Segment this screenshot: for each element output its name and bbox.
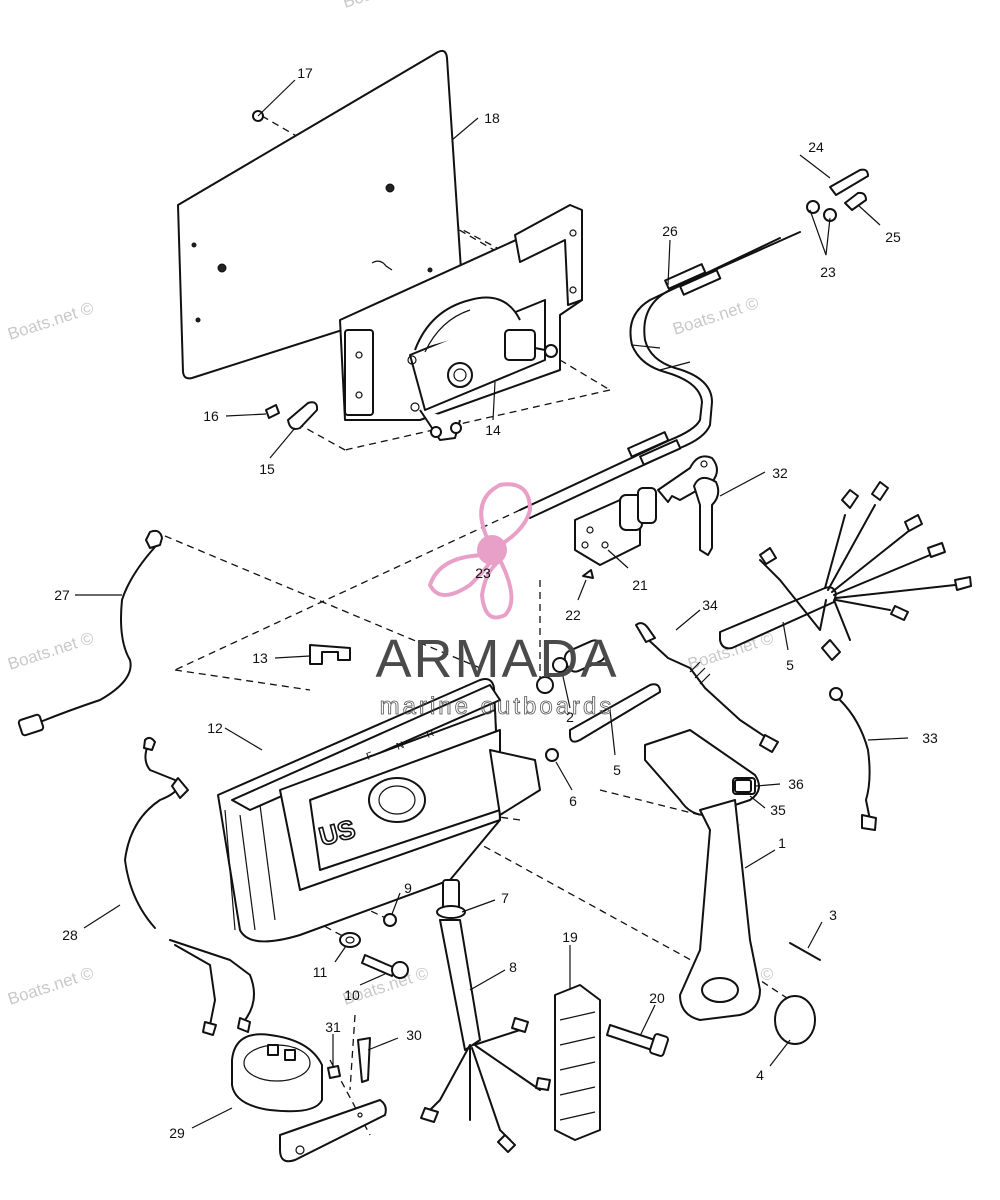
trim-lead xyxy=(124,736,255,1036)
callout-3: 3 xyxy=(829,907,837,923)
callout-32: 32 xyxy=(772,465,788,481)
bolt-20 xyxy=(606,1024,669,1057)
watermark: Boats.net © xyxy=(340,0,431,12)
callout-18: 18 xyxy=(484,110,500,126)
callout-20: 20 xyxy=(649,990,665,1006)
reverse-mark: R xyxy=(425,728,436,741)
callout-27: 27 xyxy=(54,587,70,603)
handle-switch-35-36 xyxy=(734,779,752,793)
callout-31: 31 xyxy=(325,1019,341,1035)
callout-11: 11 xyxy=(313,964,328,980)
callout-16: 16 xyxy=(203,408,219,424)
nut-16 xyxy=(265,404,280,419)
wire-harness-tube xyxy=(719,481,972,661)
shift-gear-housing xyxy=(339,204,583,441)
callout-35: 35 xyxy=(770,802,786,818)
callout-25: 25 xyxy=(885,229,901,245)
ignition-switch xyxy=(574,487,657,566)
ignition-keys xyxy=(657,455,720,556)
callout-17: 17 xyxy=(297,65,313,81)
logo-tagline: marine outboards xyxy=(380,693,615,720)
neutral-tube xyxy=(569,683,661,743)
callout-2: 2 xyxy=(566,709,574,725)
callout-30: 30 xyxy=(406,1027,422,1043)
callout-28: 28 xyxy=(62,927,78,943)
callout-10: 10 xyxy=(344,987,360,1003)
watermark: Boats.net © xyxy=(670,293,761,339)
callout-22: 22 xyxy=(565,607,581,623)
callout-23: 23 xyxy=(475,565,491,581)
logo-name: ARMADA xyxy=(375,629,618,689)
bushing-15 xyxy=(287,401,319,430)
callout-14: 14 xyxy=(485,422,501,438)
propeller-blade xyxy=(427,552,495,597)
lanyard-lead xyxy=(829,687,877,831)
propeller-blade xyxy=(479,556,514,620)
callout-4: 4 xyxy=(756,1067,764,1083)
callout-24: 24 xyxy=(808,139,824,155)
callout-labels: 1 2 3 4 5 5 6 7 8 9 10 11 12 13 14 15 16… xyxy=(54,65,938,1141)
callout-6: 6 xyxy=(569,793,577,809)
washer-11 xyxy=(339,932,361,948)
terminal-block xyxy=(554,984,601,1141)
watermark: Boats.net © xyxy=(5,963,96,1009)
callout-34: 34 xyxy=(702,597,718,613)
callout-15: 15 xyxy=(259,461,275,477)
forward-mark: F xyxy=(365,750,375,762)
callout-19: 19 xyxy=(562,929,578,945)
armada-logo: ARMADA marine outboards xyxy=(375,482,618,720)
screw-9 xyxy=(383,913,397,927)
callout-1: 1 xyxy=(778,835,786,851)
cable-end-25 xyxy=(844,191,867,211)
ground-lead xyxy=(17,529,163,737)
callout-7: 7 xyxy=(501,890,509,906)
knob-4 xyxy=(774,995,816,1045)
retainer-clip xyxy=(309,644,351,665)
callout-13: 13 xyxy=(252,650,268,666)
nuts-23-upper xyxy=(806,200,837,222)
remote-control-housing: US F N R xyxy=(217,678,541,943)
e-ring-6 xyxy=(545,748,559,762)
neutral-switch-lead xyxy=(635,622,779,753)
callout-leaders xyxy=(75,79,909,1129)
bushing-2 xyxy=(536,639,607,694)
control-cables xyxy=(519,231,801,519)
pin-3 xyxy=(789,942,821,961)
screw-30 xyxy=(357,1037,371,1083)
propeller-blade xyxy=(479,482,533,548)
screw-10 xyxy=(361,954,409,979)
callout-5: 5 xyxy=(786,657,794,673)
callout-26: 26 xyxy=(662,223,678,239)
callout-33: 33 xyxy=(922,730,938,746)
callout-29: 29 xyxy=(169,1125,185,1141)
neutral-mark: N xyxy=(395,740,406,753)
screw-22 xyxy=(582,569,594,579)
warning-horn xyxy=(231,1033,387,1163)
callout-21: 21 xyxy=(632,577,648,593)
callout-23b: 23 xyxy=(820,264,836,280)
callout-9: 9 xyxy=(404,880,412,896)
watermark: Boats.net © xyxy=(5,628,96,674)
callout-5b: 5 xyxy=(613,762,621,778)
control-handle xyxy=(644,729,761,1021)
nut-31 xyxy=(327,1065,341,1079)
callout-12: 12 xyxy=(207,720,223,736)
wiring-boot xyxy=(420,879,551,1153)
cable-end-24 xyxy=(829,168,869,196)
propeller-hub xyxy=(477,535,507,565)
callout-36: 36 xyxy=(788,776,804,792)
watermark: Boats.net © xyxy=(5,298,96,344)
callout-8: 8 xyxy=(509,959,517,975)
